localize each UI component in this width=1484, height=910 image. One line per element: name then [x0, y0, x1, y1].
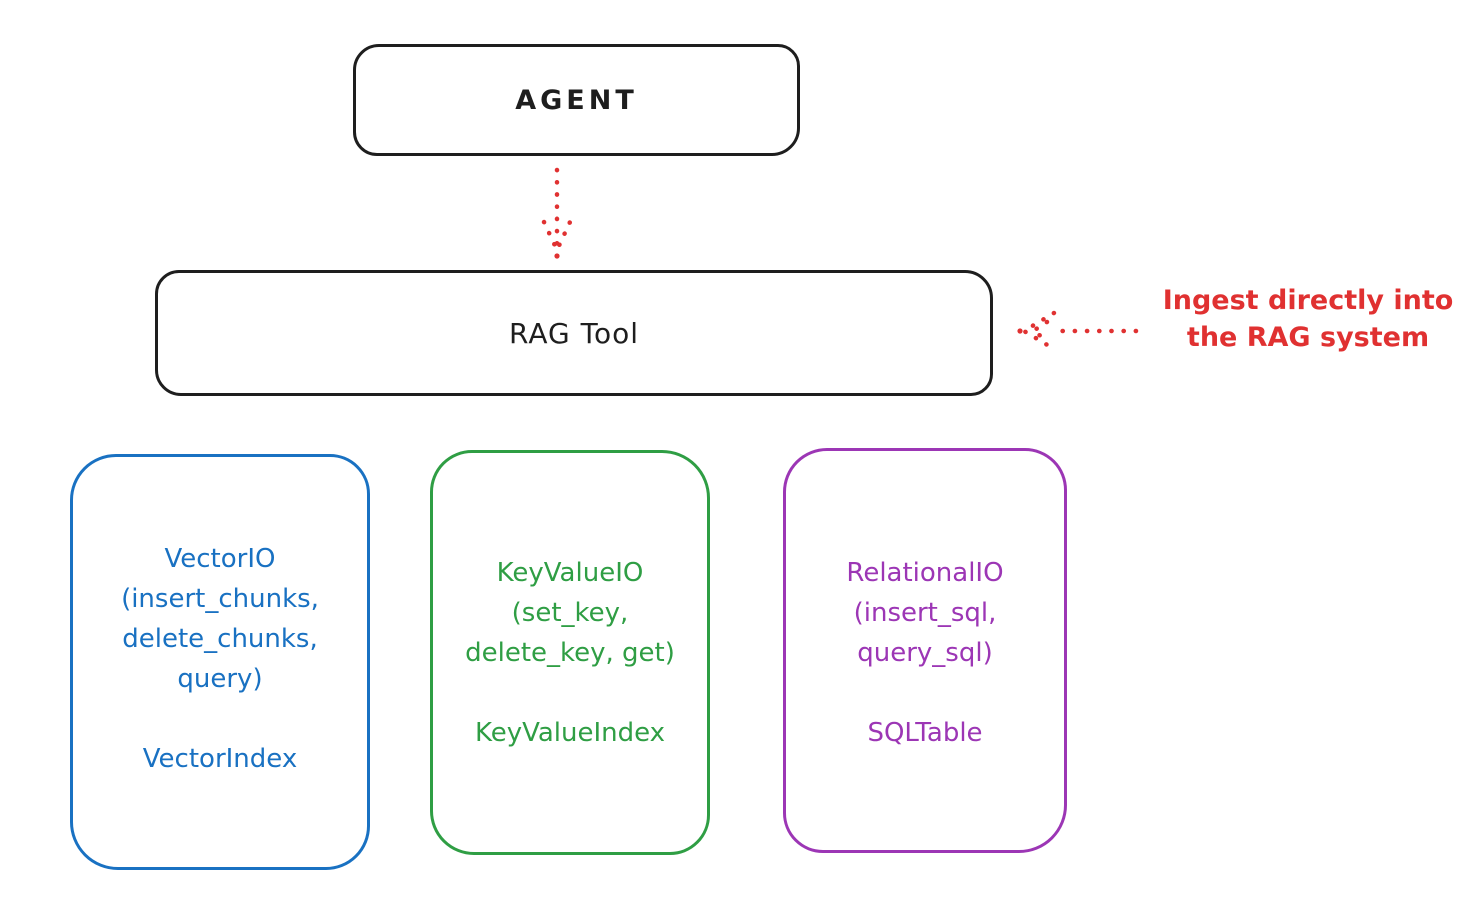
rag-tool-label: RAG Tool: [509, 316, 639, 350]
keyvalue-io-panel: KeyValueIO (set_key, delete_key, get) Ke…: [430, 450, 710, 855]
keyvalue-io-title: KeyValueIO: [496, 558, 644, 588]
sql-table-label: SQLTable: [867, 718, 983, 748]
ingest-annotation-line1: Ingest directly into: [1162, 285, 1454, 316]
keyvalue-io-methods-line2: delete_key, get): [465, 638, 675, 668]
keyvalue-io-methods-line1: (set_key,: [511, 598, 629, 628]
rag-tool-node: RAG Tool: [155, 270, 993, 396]
vector-index-label: VectorIndex: [142, 744, 298, 774]
vector-io-methods-line1: (insert_chunks,: [121, 584, 319, 614]
ingest-annotation: Ingest directly into the RAG system: [1140, 282, 1476, 356]
vector-io-title: VectorIO: [164, 544, 276, 574]
relational-io-title: RelationalIO: [846, 558, 1004, 588]
ingest-annotation-line2: the RAG system: [1186, 322, 1430, 353]
vector-io-methods-line2: delete_chunks,: [122, 624, 318, 654]
annotation-to-ragtool-arrow: [1017, 310, 1139, 352]
agent-node: AGENT: [353, 44, 800, 156]
relational-io-methods-line2: query_sql): [857, 638, 993, 668]
vector-io-panel: VectorIO (insert_chunks, delete_chunks, …: [70, 454, 370, 870]
agent-to-ragtool-arrow: [541, 167, 573, 259]
agent-label: AGENT: [515, 84, 638, 116]
keyvalue-index-label: KeyValueIndex: [474, 718, 666, 748]
vector-io-methods-line3: query): [177, 664, 263, 694]
relational-io-methods-line1: (insert_sql,: [853, 598, 997, 628]
relational-io-panel: RelationalIO (insert_sql, query_sql) SQL…: [783, 448, 1067, 853]
